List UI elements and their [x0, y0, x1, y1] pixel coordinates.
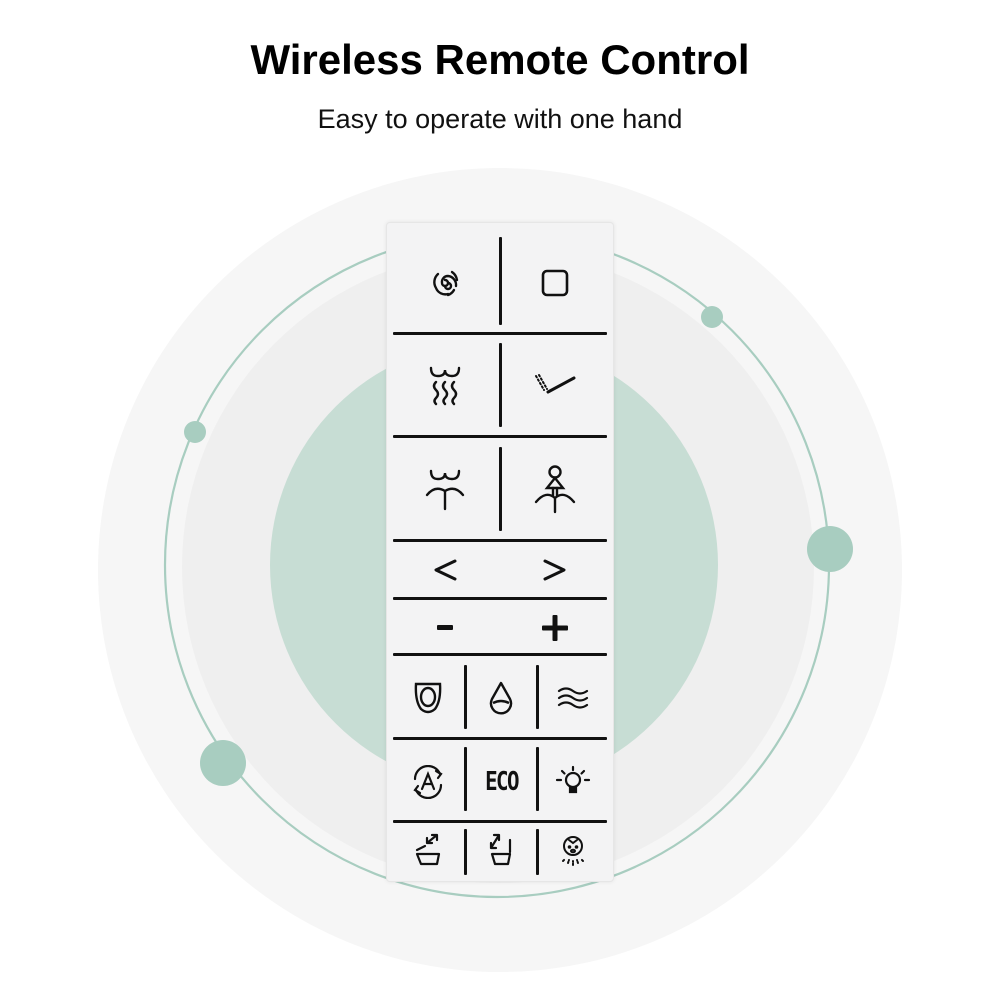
- eco-button[interactable]: ECO: [467, 741, 535, 823]
- front-wash-button[interactable]: [503, 439, 607, 539]
- remote-control: ECO: [386, 222, 614, 882]
- divider: [499, 447, 502, 531]
- toilet-seat-icon: [414, 682, 442, 714]
- divider: [393, 820, 607, 823]
- stop-button[interactable]: [503, 233, 607, 333]
- divider: [393, 597, 607, 600]
- child-face-icon: [562, 836, 584, 866]
- orbit-dot-large-right: [807, 526, 853, 572]
- position-right-button[interactable]: [503, 543, 607, 597]
- square-icon: [541, 269, 569, 297]
- position-left-button[interactable]: [393, 543, 497, 597]
- orbit-dot-large-left: [200, 740, 246, 786]
- seat-lid-open-icon: [489, 833, 512, 866]
- water-drop-icon: [489, 681, 513, 715]
- rear-wash-button[interactable]: [393, 439, 497, 539]
- feminine-wash-icon: [534, 465, 576, 514]
- divider: [536, 747, 539, 811]
- orbit-dot-small-left: [184, 421, 206, 443]
- divider: [536, 665, 539, 729]
- decrease-button[interactable]: [393, 601, 497, 655]
- rear-wash-icon: [425, 469, 465, 511]
- page-subtitle: Easy to operate with one hand: [317, 104, 683, 134]
- divider: [464, 747, 467, 811]
- chevron-right-icon: [543, 559, 566, 581]
- light-bulb-icon: [555, 765, 591, 794]
- warm-air-button[interactable]: [393, 337, 497, 433]
- night-light-button[interactable]: [539, 741, 607, 823]
- swirl-icon: [433, 270, 459, 297]
- nozzle-clean-button[interactable]: [503, 337, 607, 433]
- auto-button[interactable]: [393, 741, 463, 823]
- divider: [393, 435, 607, 438]
- divider: [393, 653, 607, 656]
- orbit-dot-small-right: [701, 306, 723, 328]
- water-temp-button[interactable]: [467, 657, 535, 739]
- eco-label: ECO: [484, 767, 519, 797]
- divider: [464, 665, 467, 729]
- divider: [536, 829, 539, 875]
- divider: [499, 237, 502, 325]
- plus-icon: [542, 615, 568, 641]
- air-temp-button[interactable]: [539, 657, 607, 739]
- auto-cycle-icon: [413, 765, 443, 799]
- increase-button[interactable]: [503, 601, 607, 655]
- divider: [393, 737, 607, 740]
- divider: [464, 829, 467, 875]
- warm-air-icon: [429, 366, 461, 406]
- minus-icon: [437, 625, 453, 630]
- child-wash-button[interactable]: [539, 824, 607, 876]
- divider: [499, 343, 502, 427]
- page-title: Wireless Remote Control: [250, 36, 750, 83]
- seat-lid-open-button[interactable]: [467, 824, 535, 876]
- seat-temp-button[interactable]: [393, 657, 463, 739]
- lid-open-icon: [415, 833, 441, 866]
- waves-icon: [557, 687, 589, 709]
- lid-open-button[interactable]: [393, 824, 463, 876]
- dry-button[interactable]: [393, 233, 497, 333]
- nozzle-icon: [535, 374, 576, 394]
- divider: [393, 539, 607, 542]
- divider: [393, 332, 607, 335]
- chevron-left-icon: [434, 559, 457, 581]
